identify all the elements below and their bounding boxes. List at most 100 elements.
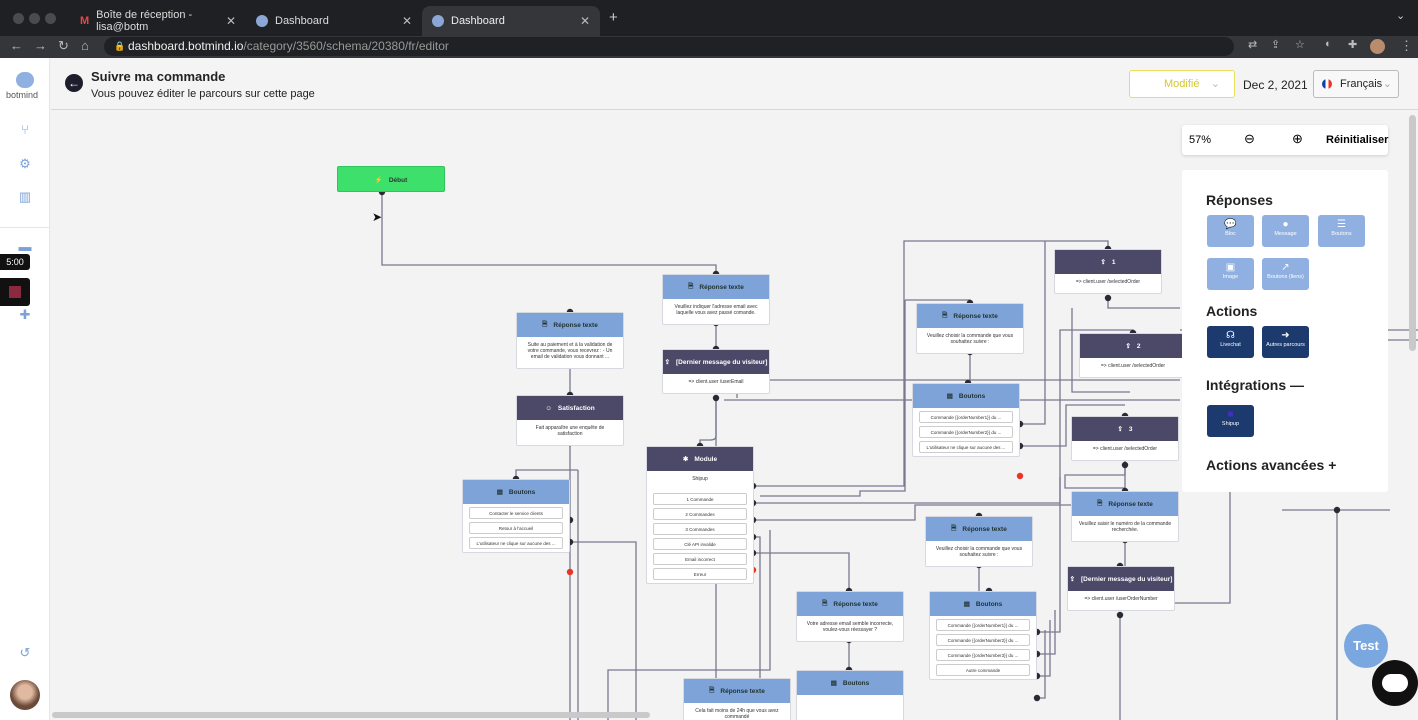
node-header: 🗎Réponse texte [926,517,1032,541]
flow-node[interactable]: ⇪2=> client.user /selectedOrder [1079,333,1187,378]
node-option-row[interactable]: Email incorrect [653,553,747,565]
connection-port[interactable] [1033,694,1041,702]
integration-shipup-button[interactable]: ■Shipup [1207,405,1254,437]
node-option-row[interactable]: 2 Commandes [653,508,747,520]
flow-node[interactable]: ▤Boutons [796,670,904,720]
connection-port[interactable] [1121,461,1129,469]
error-port[interactable] [566,568,574,576]
tab-list-chevron-icon[interactable]: ⌄ [1396,10,1406,22]
node-option-row[interactable]: L'utilisateur ne clique sur aucune des .… [919,441,1013,453]
status-label: Modifié [1164,78,1200,90]
flow-node[interactable]: ⇪[Dernier message du visiteur]=> client.… [662,349,770,394]
flow-node[interactable]: ⚡Début [337,166,445,192]
node-body: Veuillez choisir la commande que vous so… [935,546,1023,558]
back-arrow-icon[interactable]: ← [10,38,23,53]
connection-port[interactable] [712,394,720,402]
node-option-row[interactable]: Commande {{orderNumber3}} du ... [936,649,1030,661]
flow-node[interactable]: ⇪1=> client.user /selectedOrder [1054,249,1162,294]
browser-menu-icon[interactable]: ⋮ [1400,38,1413,53]
node-option-row[interactable]: 3 Commandes [653,523,747,535]
node-option-row[interactable]: Contacter le service clients [469,507,563,519]
block-bloc-button[interactable]: 💬Bloc [1207,215,1254,247]
bookmark-star-icon[interactable]: ☆ [1295,39,1305,51]
collapse-minus-icon[interactable]: — [1290,377,1305,393]
chat-widget-button[interactable] [1372,660,1418,706]
node-option-row[interactable]: Retour à l'accueil [469,522,563,534]
language-select[interactable]: Français⌄ [1313,70,1399,98]
forward-arrow-icon[interactable]: → [34,38,47,53]
node-option-row[interactable]: 1 Commande [653,493,747,505]
browser-tab-dashboard-active[interactable]: Dashboard✕ [422,6,600,36]
window-maximize-button[interactable] [45,13,56,24]
node-option-row[interactable]: Clé API invalide [653,538,747,550]
block-boutons-button[interactable]: ☰Boutons [1318,215,1365,247]
node-option-row[interactable]: Commande {{orderNumber1}} du ... [936,619,1030,631]
back-button[interactable]: ← [65,74,83,92]
expand-plus-icon[interactable]: + [1328,457,1337,473]
new-tab-button[interactable]: + [609,9,618,26]
block-boutons-liens-button[interactable]: ↗Boutons (liens) [1262,258,1309,290]
status-dropdown[interactable]: Modifié⌄ [1129,70,1235,98]
advanced-actions-heading[interactable]: Actions avancées + [1206,457,1336,473]
connection-port[interactable] [1116,611,1124,619]
flow-node[interactable]: ⇪3=> client.user /selectedOrder [1071,416,1179,461]
action-livechat-button[interactable]: ☊Livechat [1207,326,1254,358]
window-close-button[interactable] [13,13,24,24]
chat-icon[interactable]: ▬ [18,239,32,254]
node-option-row[interactable]: Commande {{orderNumber1}} du ... [919,411,1013,423]
node-option-row[interactable]: L'utilisateur ne clique sur aucune des .… [469,537,563,549]
recording-stop-button[interactable] [0,278,30,306]
node-option-row[interactable]: Autre commande [936,664,1030,676]
zoom-out-icon[interactable]: ⊖ [1244,131,1255,146]
block-message-button[interactable]: ●Message [1262,215,1309,247]
window-minimize-button[interactable] [29,13,40,24]
connection-port[interactable] [1104,294,1112,302]
node-option-row[interactable]: Commande {{orderNumber2}} du ... [936,634,1030,646]
tab-label: Dashboard [275,15,329,27]
chart-icon[interactable]: ▥ [18,189,32,204]
connection-port[interactable] [1333,506,1341,514]
puzzle-icon[interactable]: ✚ [19,307,31,322]
block-image-button[interactable]: ▣Image [1207,258,1254,290]
close-tab-icon[interactable]: ✕ [225,14,236,28]
reload-icon[interactable]: ↻ [58,38,69,53]
branch-icon[interactable]: ⑂ [21,122,29,137]
action-autres-parcours-button[interactable]: ➜Autres parcours [1262,326,1309,358]
error-port[interactable] [1016,472,1024,480]
vertical-scrollbar[interactable] [1409,115,1416,351]
node-option-row[interactable]: Commande {{orderNumber2}} du ... [919,426,1013,438]
share-icon[interactable]: ⇪ [1271,39,1281,51]
url-input[interactable]: 🔒dashboard.botmind.io/category/3560/sche… [104,37,1234,56]
test-button[interactable]: Test [1344,624,1388,668]
browser-tab-dashboard[interactable]: Dashboard ✕ [246,6,422,36]
close-tab-icon[interactable]: ✕ [579,14,590,28]
zoom-in-icon[interactable]: ⊕ [1292,131,1303,146]
extension-icon[interactable]: ◐ [1325,38,1332,50]
close-tab-icon[interactable]: ✕ [401,14,412,28]
horizontal-scrollbar[interactable] [52,712,650,718]
translate-icon[interactable]: ⇄ [1248,39,1258,51]
profile-avatar[interactable] [1370,39,1385,54]
node-option-row[interactable]: Erreur [653,568,747,580]
gears-icon[interactable]: ⚙ [19,156,31,171]
history-icon[interactable]: ↺ [19,645,31,660]
flow-node[interactable]: ⇪[Dernier message du visiteur]=> client.… [1067,566,1175,611]
home-icon[interactable]: ⌂ [81,38,89,53]
reset-zoom-button[interactable]: Réinitialiser [1326,134,1389,146]
user-avatar[interactable] [10,680,40,710]
puzzle-extensions-icon[interactable]: ✚ [1348,39,1358,51]
